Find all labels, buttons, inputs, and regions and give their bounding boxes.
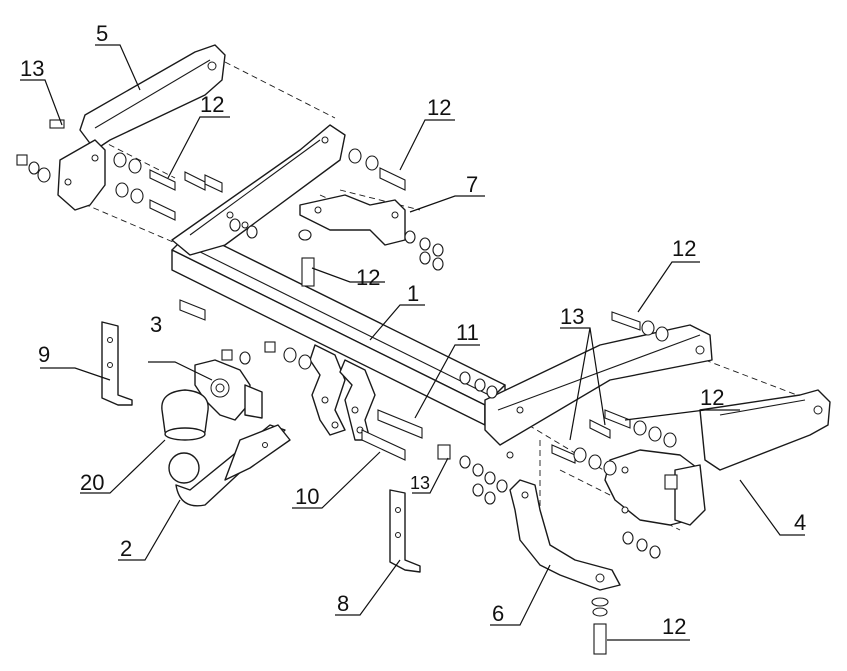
part-2-tow-ball bbox=[168, 424, 291, 507]
hardware-bolts-nuts bbox=[16, 119, 678, 655]
callout-11: 11 bbox=[456, 320, 479, 345]
callout-1: 1 bbox=[407, 281, 419, 306]
part-7-bracket bbox=[299, 194, 406, 246]
callout-3: 3 bbox=[150, 312, 162, 337]
callout-13-right: 13 bbox=[560, 304, 584, 329]
callout-labels: 13 5 12 12 7 12 1 12 13 12 3 9 11 20 10 … bbox=[20, 21, 806, 639]
part-5-left-side-bracket bbox=[57, 44, 226, 211]
callout-13-lower: 13 bbox=[410, 473, 430, 493]
part-3-socket-plate bbox=[194, 359, 263, 421]
callout-7: 7 bbox=[466, 172, 478, 197]
callout-12-bottom: 12 bbox=[662, 614, 686, 639]
callout-6: 6 bbox=[492, 601, 504, 626]
part-6-lower-strap bbox=[509, 479, 621, 591]
callout-20: 20 bbox=[80, 470, 104, 495]
leader-lines bbox=[20, 44, 805, 641]
part-20-ball-cover bbox=[161, 389, 209, 441]
callout-4: 4 bbox=[794, 510, 806, 535]
callout-12-right-lower: 12 bbox=[700, 385, 724, 410]
part-8-plate bbox=[389, 489, 421, 573]
part-9-plate bbox=[101, 321, 133, 406]
callout-10: 10 bbox=[295, 484, 319, 509]
callout-12-middle: 12 bbox=[356, 265, 380, 290]
callout-12-right: 12 bbox=[672, 236, 696, 261]
callout-12-upper-left: 12 bbox=[200, 92, 224, 117]
callout-13-left: 13 bbox=[20, 56, 44, 81]
callout-12-upper-middle: 12 bbox=[427, 95, 451, 120]
callout-2: 2 bbox=[120, 536, 132, 561]
callout-5: 5 bbox=[96, 21, 108, 46]
callout-9: 9 bbox=[38, 342, 50, 367]
callout-8: 8 bbox=[337, 591, 349, 616]
